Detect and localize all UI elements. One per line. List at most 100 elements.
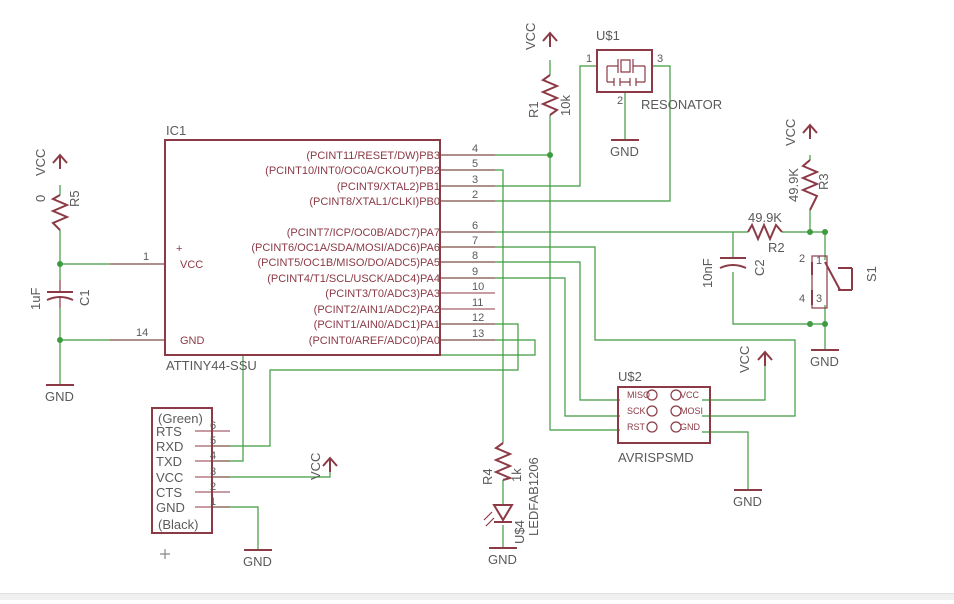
junction bbox=[547, 152, 553, 158]
wire-ftdi-rx bbox=[212, 323, 519, 447]
led-rays bbox=[483, 511, 495, 527]
u2-value: AVRISPSMD bbox=[618, 450, 694, 465]
ic1-pin-number: 9 bbox=[472, 266, 478, 278]
s1-frame bbox=[811, 255, 828, 309]
u2-pin-pad bbox=[646, 421, 658, 433]
gnd-label: GND bbox=[733, 494, 762, 509]
vcc-label: VCC bbox=[308, 453, 323, 480]
r2-resistor: 49.9K R2 bbox=[747, 210, 785, 255]
ftdi-pin-number: 5 bbox=[210, 435, 216, 447]
u1-resonator: U$1 RESONATOR 1 2 3 bbox=[586, 28, 722, 112]
vcc-label: VCC bbox=[737, 346, 752, 373]
junction bbox=[807, 229, 813, 235]
vcc-label: VCC bbox=[783, 119, 798, 146]
r1-resistor: R1 10k bbox=[526, 74, 573, 118]
gnd-label: GND bbox=[45, 389, 74, 404]
ic1-pin-name: (PCINT8/XTAL1/CLKI)PB0 bbox=[309, 196, 440, 208]
r5-body bbox=[50, 194, 70, 231]
junction bbox=[822, 229, 828, 235]
origin-cross-marker bbox=[160, 549, 170, 559]
ic1-pin-number: 10 bbox=[472, 281, 484, 293]
u2-pin-pad bbox=[670, 421, 682, 433]
ic1-pin-number: 11 bbox=[472, 297, 483, 309]
ic1-pin-number: 7 bbox=[472, 235, 478, 247]
junction bbox=[57, 337, 63, 343]
c2-capacitor: C2 10nF bbox=[700, 257, 767, 288]
ic1-ref: IC1 bbox=[166, 123, 186, 138]
ic1-value: ATTINY44-SSU bbox=[166, 358, 257, 373]
ic1-pin-number: 5 bbox=[472, 158, 478, 170]
ftdi-pin-name: RTS bbox=[156, 424, 182, 439]
r4-ref: R4 bbox=[480, 468, 495, 485]
junction bbox=[807, 321, 813, 327]
wire-miso bbox=[440, 261, 620, 401]
ic1-vcc-label: VCC bbox=[180, 259, 203, 271]
ic1-pin-number: 2 bbox=[472, 189, 478, 201]
wire-ftdi-tx bbox=[212, 339, 536, 462]
ic1-pin-name: (PCINT9/XTAL2)PB1 bbox=[337, 181, 440, 193]
vcc-label: VCC bbox=[523, 23, 538, 50]
ftdi-body bbox=[151, 407, 213, 534]
s1-pin4: 4 bbox=[799, 293, 805, 305]
s1-pin2: 2 bbox=[799, 253, 805, 265]
s1-switch: S1 1 2 3 4 bbox=[799, 253, 879, 309]
u2-pin-name: MISO bbox=[627, 390, 650, 400]
ftdi-pin-number: 3 bbox=[210, 466, 216, 478]
ic1-pin-number: 12 bbox=[472, 312, 484, 324]
r2-body bbox=[747, 222, 783, 242]
ic1-plus-sign: + bbox=[176, 243, 182, 255]
r1-value: 10k bbox=[558, 95, 573, 116]
u2-pin-pad bbox=[646, 389, 658, 401]
ftdi-pin-name: CTS bbox=[156, 485, 182, 500]
c1-value: 1uF bbox=[28, 288, 43, 310]
wires bbox=[59, 60, 826, 550]
led-body bbox=[492, 504, 514, 523]
ftdi-pin-number: 1 bbox=[210, 496, 216, 508]
gnd-label: GND bbox=[610, 144, 639, 159]
junction bbox=[57, 261, 63, 267]
r4-resistor: R4 1k bbox=[480, 442, 524, 485]
ic1-pin-number: 3 bbox=[472, 174, 478, 186]
ic1-pin-number: 6 bbox=[472, 220, 478, 232]
wire-button bbox=[440, 155, 826, 350]
wire-left-rail bbox=[59, 185, 165, 385]
u2-pin-name: MOSI bbox=[680, 406, 703, 416]
ic1-right-pins: (PCINT11/RESET/DW)PB34(PCINT10/INT0/OC0A… bbox=[110, 143, 495, 347]
c2-ref: C2 bbox=[752, 259, 767, 276]
vcc-label: VCC bbox=[33, 149, 48, 176]
ftdi-pin-name: GND bbox=[156, 500, 185, 515]
ic1-pin-number: 4 bbox=[472, 143, 478, 155]
u2-body bbox=[617, 386, 711, 444]
vcc-arrow-icon bbox=[757, 350, 773, 366]
u2-pin-name: VCC bbox=[680, 390, 700, 400]
u1-pin2: 2 bbox=[617, 95, 623, 107]
ic1-pin-name: (PCINT4/T1/SCL/USCK/ADC4)PA4 bbox=[267, 273, 440, 285]
ftdi-pin-number: 4 bbox=[210, 450, 216, 462]
r3-ref: R3 bbox=[816, 173, 831, 190]
u2-pin-name: SCK bbox=[627, 406, 646, 416]
u2-pin-pad bbox=[670, 389, 682, 401]
r2-ref: R2 bbox=[768, 240, 785, 255]
c2-value: 10nF bbox=[700, 258, 715, 288]
ic1-pin-name: (PCINT7/ICP/OC0B/ADC7)PA7 bbox=[287, 227, 440, 239]
c2-body bbox=[719, 257, 747, 269]
ic1-pin-name: (PCINT0/AREF/ADC0)PA0 bbox=[309, 335, 440, 347]
vcc-arrow-icon bbox=[542, 31, 558, 47]
wire-resonator bbox=[440, 65, 671, 202]
junctions bbox=[57, 152, 828, 343]
junction bbox=[822, 321, 828, 327]
gnd-label: GND bbox=[810, 354, 839, 369]
ic1-pin-number: 8 bbox=[472, 250, 478, 262]
r1-body bbox=[540, 74, 560, 116]
s1-body bbox=[811, 261, 853, 305]
r5-resistor: R5 0 bbox=[33, 190, 82, 231]
ftdi-pin-number: 6 bbox=[210, 420, 216, 432]
r3-resistor: R3 49.9K bbox=[786, 159, 831, 211]
ic1-pin-name: (PCINT1/AIN0/ADC1)PA1 bbox=[314, 319, 440, 331]
ic1-pin-name: (PCINT3/T0/ADC3)PA3 bbox=[325, 288, 440, 300]
